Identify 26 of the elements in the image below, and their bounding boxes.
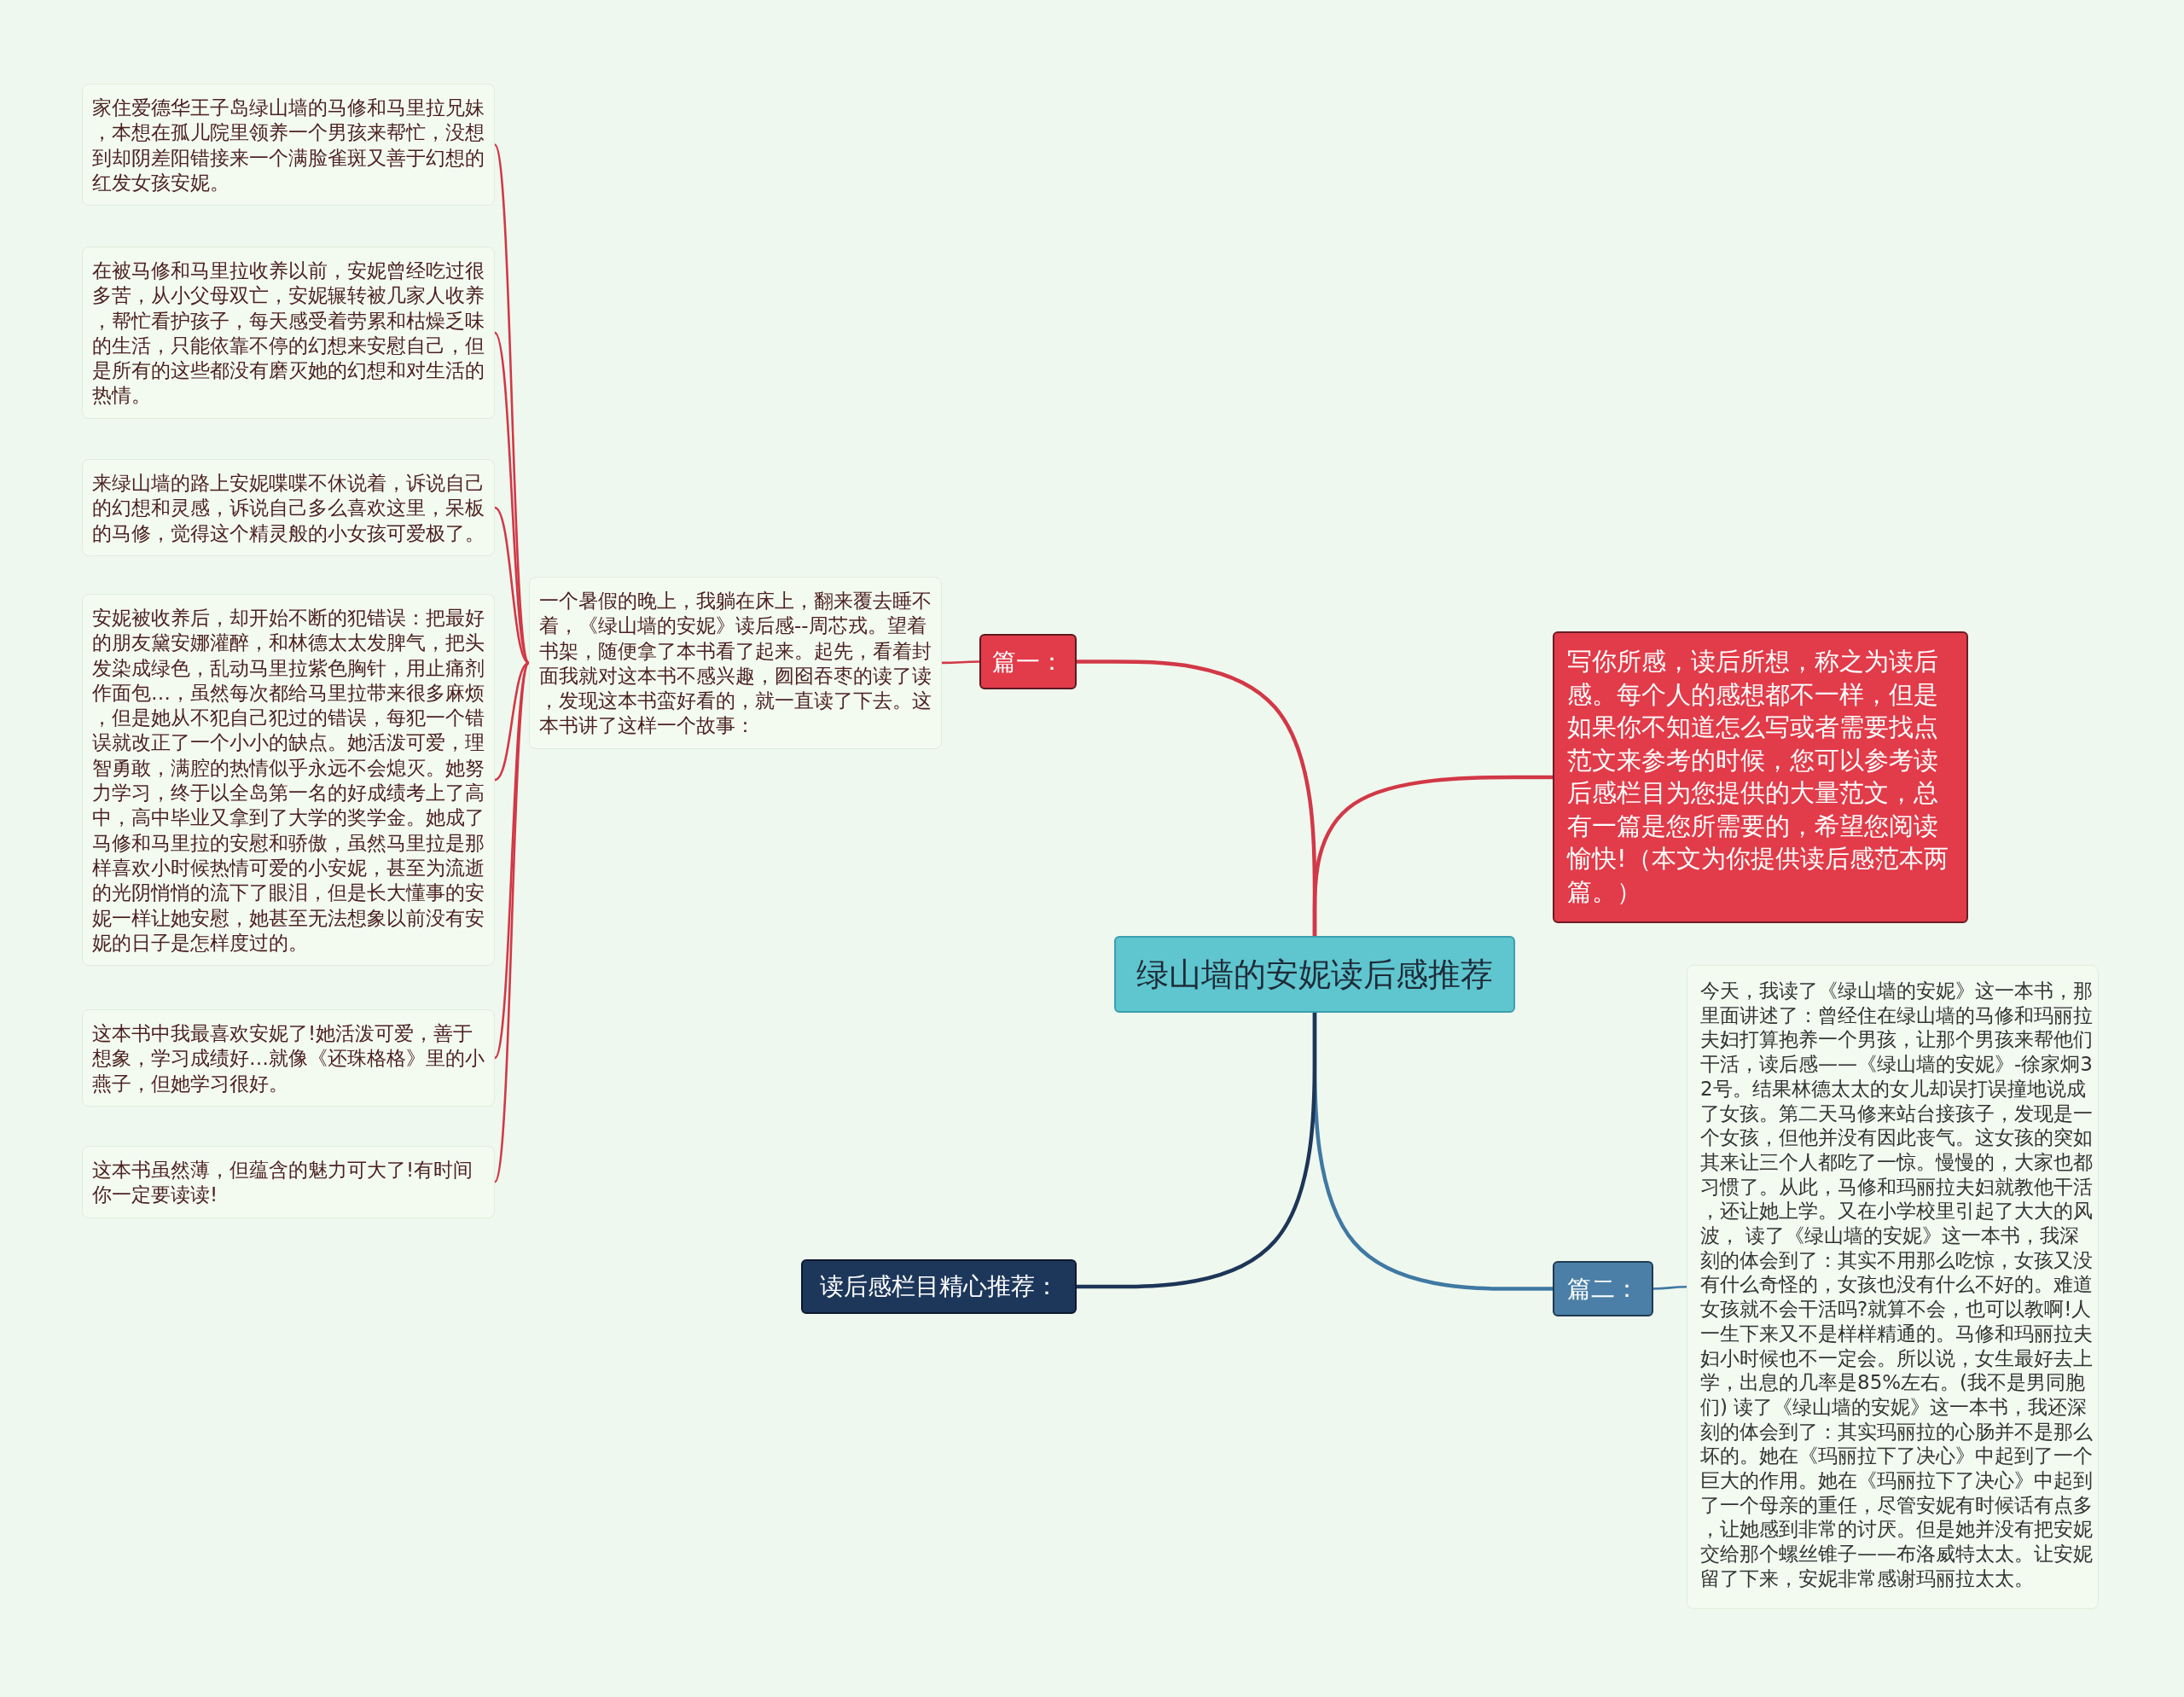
branch-box bbox=[1553, 1261, 1653, 1316]
text-card bbox=[82, 1009, 495, 1107]
note-box bbox=[1553, 631, 1968, 923]
branch-label: 篇一： bbox=[992, 646, 1064, 677]
text-card bbox=[82, 247, 495, 419]
branch-line bbox=[1652, 1286, 1688, 1290]
text-card bbox=[82, 459, 495, 556]
branch-line bbox=[940, 660, 981, 665]
branch-label: 篇二： bbox=[1567, 1273, 1639, 1305]
text-card bbox=[82, 84, 495, 206]
branch-label: 读后感栏目精心推荐： bbox=[819, 1271, 1059, 1302]
paragraph-text: 安妮被收养后，却开始不断的犯错误：把最好的朋友黛安娜灌醉，和林德太太发脾气，把头发染成绿色，乱动马里拉紫色胸针，用止痛剂作面包…，虽然每次都给马里拉带来很多麻烦，但是她从不犯自己犯过的错误，每犯一个错误就改正了一个小小的缺点。她活泼可爱，理智勇敢，满腔的热情似乎永远不会熄灭。她努力学习，终于以全岛第一名的好成绩考上了高中，高中毕业又拿到了大学的奖学金。她成了马修和马里拉的安慰和骄傲，虽然马里拉是那样喜欢小时候热情可爱的小安妮，甚至为流逝的光阴悄悄的流下了眼泪，但是长大懂事的安妮一样让她安慰，她甚至无法想象以前没有安妮的日子是怎样度过的。 bbox=[92, 606, 485, 956]
paragraph-text: 这本书中我最喜欢安妮了!她活泼可爱，善于想象，学习成绩好…就像《还珠格格》里的小燕子，但她学习很好。 bbox=[92, 1021, 485, 1096]
paragraph-text: 这本书虽然薄，但蕴含的魅力可大了!有时间你一定要读读! bbox=[92, 1158, 474, 1208]
branch-box bbox=[979, 634, 1077, 689]
text-card bbox=[529, 577, 942, 749]
paragraph-text: 在被马修和马里拉收养以前，安妮曾经吃过很多苦，从小父母双亡，安妮辗转被几家人收养，帮忙看护孩子，每天感受着劳累和枯燥乏味的生活，只能依靠不停的幻想来安慰自己，但是所有的这些都没有磨灭她的幻想和对生活的热情。 bbox=[92, 259, 485, 409]
paragraph-text: 家住爱德华王子岛绿山墙的马修和马里拉兄妹，本想在孤儿院里领养一个男孩来帮忙，没想到却阴差阳错接来一个满脸雀斑又善于幻想的红发女孩安妮。 bbox=[92, 96, 485, 195]
text-card bbox=[82, 1146, 495, 1218]
paragraph-text: 一个暑假的晚上，我躺在床上，翻来覆去睡不着，《绿山墙的安妮》读后感--周芯戎。望着书架，随便拿了本书看了起来。起先，看着封面我就对这本书不感兴趣，囫囵吞枣的读了读，发现这本书蛮好看的，就一直读了下去。这本书讲了这样一个故事： bbox=[539, 589, 932, 739]
paragraph-text: 今天，我读了《绿山墙的安妮》这一本书，那里面讲述了：曾经住在绿山墙的马修和玛丽拉夫妇打算抱养一个男孩，让那个男孩来帮他们干活，读后感——《绿山墙的安妮》-徐家炯32号。结果林德太太的女儿却误打误撞地说成了女孩。第二天马修来站台接孩子，发现是一个女孩，但他并没有因此丧气。这女孩的突如其来让三个人都吃了一惊。慢慢的，大家也都习惯了。从此，马修和玛丽拉夫妇就教他干活，还让她上学。又在小学校里引起了大大的风波， 读了《绿山墙的安妮》这一本书，我深刻的体会到了：其实不用那么吃惊，女孩又没有什么奇怪的，女孩也没有什么不好的。难道女孩就不会干活吗?就算不会，也可以教啊!人一生下来又不是样样精通的。马修和玛丽拉夫妇小时候也不一定会。所以说，女生最好去上学，出息的几率是85%左右。(我不是男同胞们) 读了《绿山墙的安妮》这一本书，我还深刻的体会到了：其实玛丽拉的心肠并不是那么坏的。她在《玛丽拉下了决心》中起到了一个巨大的作用。她在《玛丽拉下了决心》中起到了一个母亲的重任，尽管安妮有时候话有点多，让她感到非常的讨厌。但是她并没有把安妮交给那个螺丝锥子——布洛威特太太。让安妮留了下来，安妮非常感谢玛丽拉太太。 bbox=[1700, 979, 2094, 1591]
paragraph-text: 来绿山墙的路上安妮喋喋不休说着，诉说自己的幻想和灵感，诉说自己多么喜欢这里，呆板的马修，觉得这个精灵般的小女孩可爱极了。 bbox=[92, 471, 485, 546]
topic-title: 绿山墙的安妮读后感推荐 bbox=[1136, 954, 1493, 995]
note-text: 写你所感，读后所想，称之为读后感。每个人的感想都不一样，但是如果你不知道怎么写或者需要找点范文来参考的时候，您可以参考读后感栏目为您提供的大量范文，总有一篇是您所需要的，希望您阅读愉快!（本文为你提供读后感范本两篇。） bbox=[1567, 646, 1949, 908]
branch-box bbox=[801, 1259, 1077, 1314]
central-topic-box bbox=[1114, 936, 1515, 1013]
